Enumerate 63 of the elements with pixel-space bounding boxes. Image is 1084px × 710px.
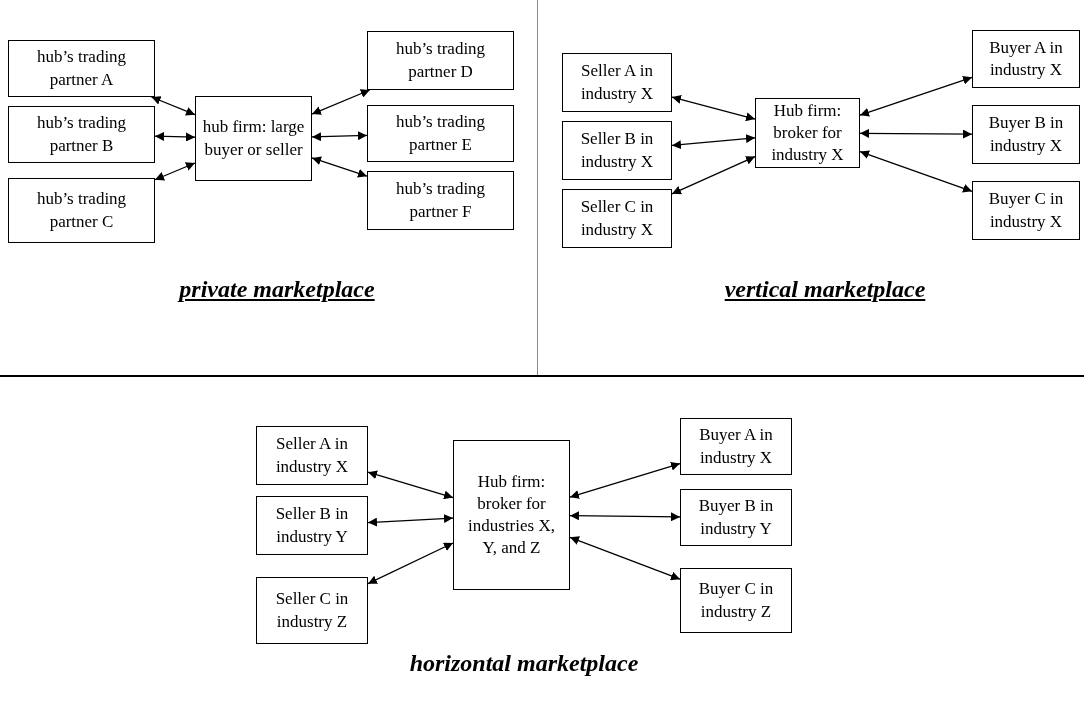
box-label: hub’s trading partner C	[35, 188, 128, 233]
double-arrow	[311, 156, 368, 178]
box-label: hub’s trading partner B	[35, 112, 128, 157]
process-box	[562, 53, 672, 112]
double-arrow	[154, 162, 196, 181]
double-arrow	[859, 128, 973, 139]
box-label: Seller B in industry Y	[274, 503, 350, 548]
section-caption: private marketplace	[179, 276, 375, 303]
process-box	[680, 489, 792, 546]
double-arrow	[569, 461, 681, 499]
process-box	[367, 171, 514, 230]
box-label: Buyer B in industry X	[987, 112, 1065, 157]
double-arrow	[367, 542, 454, 585]
box-label: hub’s trading partner D	[394, 38, 487, 83]
double-arrow	[859, 75, 973, 117]
process-box	[8, 106, 155, 163]
double-arrow	[671, 155, 756, 195]
double-arrow	[311, 131, 368, 142]
box-label: Seller A in industry X	[274, 433, 350, 478]
box-label: hub firm: large buyer or seller	[202, 116, 305, 161]
process-box	[256, 496, 368, 555]
box-label: Buyer A in industry X	[988, 36, 1064, 81]
process-box	[972, 30, 1080, 88]
double-arrow	[367, 470, 454, 500]
section-caption: horizontal marketplace	[409, 650, 639, 677]
double-arrow	[367, 514, 454, 527]
double-arrow	[671, 95, 756, 122]
box-label: Hub firm: broker for industries X, Y, and Z	[467, 470, 556, 560]
process-box	[453, 440, 570, 590]
box-label: Buyer C in industry Z	[697, 578, 775, 623]
double-arrow	[569, 511, 681, 522]
process-box	[195, 96, 312, 181]
double-arrow	[150, 96, 196, 116]
double-arrow	[671, 134, 756, 150]
process-box	[256, 426, 368, 485]
box-label: Seller C in industry Z	[274, 588, 350, 633]
box-label: Seller C in industry X	[579, 196, 655, 241]
box-label: Buyer C in industry X	[987, 188, 1065, 233]
box-label: hub’s trading partner E	[394, 111, 487, 156]
double-arrow	[311, 89, 371, 115]
process-box	[8, 178, 155, 243]
box-label: hub’s trading partner F	[394, 178, 487, 223]
process-box	[972, 105, 1080, 164]
box-label: Buyer A in industry X	[698, 424, 774, 469]
process-box	[562, 189, 672, 248]
process-box	[562, 121, 672, 180]
double-arrow	[154, 131, 196, 142]
process-box	[680, 568, 792, 633]
process-box	[256, 577, 368, 644]
process-box	[972, 181, 1080, 240]
process-box	[680, 418, 792, 475]
process-box	[367, 31, 514, 90]
box-label: Seller A in industry X	[579, 60, 655, 105]
process-box	[8, 40, 155, 97]
process-box	[367, 105, 514, 162]
double-arrow	[859, 150, 973, 193]
box-label: hub’s trading partner A	[35, 46, 128, 91]
process-box	[755, 98, 860, 168]
box-label: Buyer B in industry Y	[697, 495, 775, 540]
double-arrow	[569, 536, 681, 581]
box-label: Hub firm: broker for industry X	[770, 99, 845, 167]
box-label: Seller B in industry X	[579, 128, 655, 173]
section-caption: vertical marketplace	[724, 276, 926, 303]
